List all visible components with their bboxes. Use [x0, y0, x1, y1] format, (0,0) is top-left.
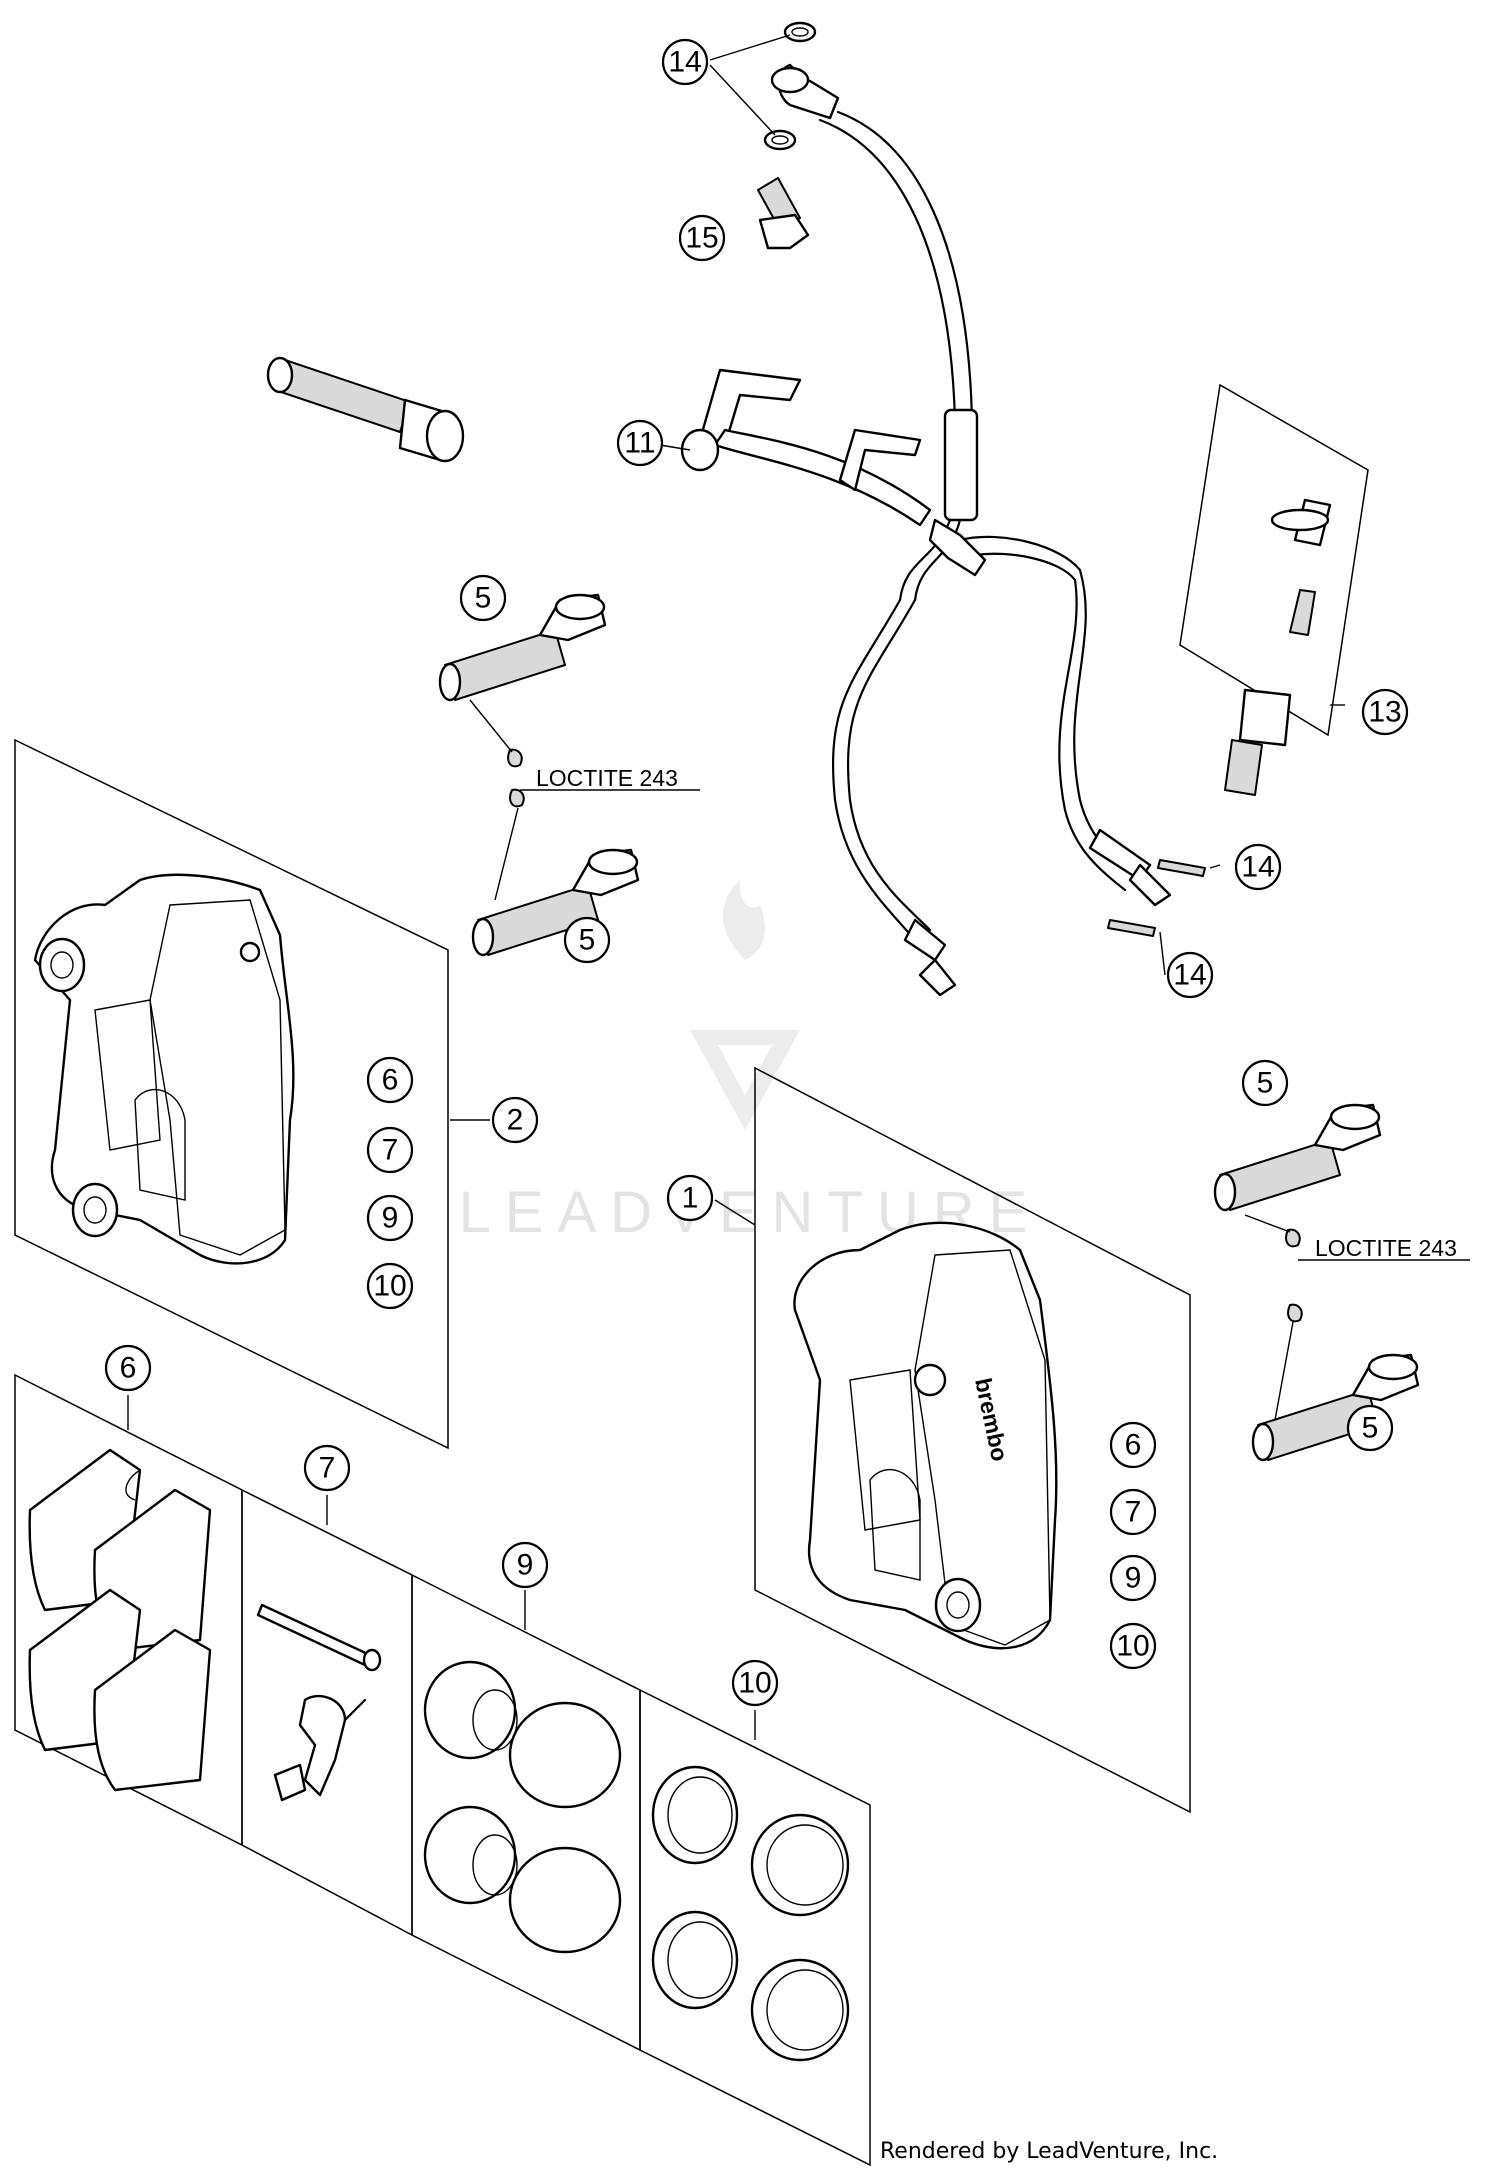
svg-text:6: 6	[120, 1352, 137, 1385]
svg-text:13: 13	[1368, 696, 1401, 729]
svg-text:11: 11	[624, 427, 655, 460]
mounting-bolts	[266, 356, 1420, 1462]
callout-15[interactable]: 15	[678, 214, 726, 262]
svg-text:7: 7	[1125, 1496, 1142, 1529]
callout-5[interactable]: 5	[1241, 1059, 1289, 1107]
pad-pin-kit	[256, 1603, 382, 1802]
callout-7[interactable]: 7	[303, 1444, 351, 1492]
svg-text:6: 6	[1125, 1429, 1142, 1462]
seal-panel	[639, 1688, 871, 2167]
svg-text:6: 6	[382, 1064, 399, 1097]
callout-9[interactable]: 9	[501, 1541, 549, 1589]
caliper-left	[33, 873, 295, 1265]
svg-text:15: 15	[685, 222, 718, 255]
svg-text:1: 1	[682, 1182, 699, 1215]
bleeder-screws	[1107, 859, 1206, 937]
leader-lines	[127, 34, 1470, 1740]
callout-13[interactable]: 13	[1361, 688, 1409, 736]
loctite-note-left: LOCTITE 243	[536, 765, 678, 791]
callout-14[interactable]: 14	[661, 38, 709, 86]
brake-hose-assembly	[770, 63, 1172, 997]
svg-text:9: 9	[382, 1202, 399, 1235]
callout-14[interactable]: 14	[1166, 951, 1214, 999]
caliper-left-panel	[14, 738, 449, 1450]
callout-6[interactable]: 6	[104, 1344, 152, 1392]
watermark-v-logo-icon	[690, 1030, 800, 1130]
callout-10[interactable]: 10	[366, 1262, 414, 1310]
svg-text:10: 10	[1116, 1630, 1149, 1663]
caliper-right-panel	[754, 1066, 1191, 1814]
brake-pads	[28, 1448, 212, 1792]
callout-6[interactable]: 6	[1109, 1421, 1157, 1469]
svg-text:7: 7	[382, 1134, 399, 1167]
hose-bracket	[680, 368, 932, 527]
piston-panel	[411, 1573, 641, 2052]
piston-seals	[651, 1765, 850, 2062]
callout-5[interactable]: 5	[563, 916, 611, 964]
callout-14[interactable]: 14	[1234, 843, 1282, 891]
footer-credit: Rendered by LeadVenture, Inc.	[880, 2139, 1218, 2164]
callout-10[interactable]: 10	[1109, 1622, 1157, 1670]
panel-outlines	[14, 383, 1369, 2167]
callout-11[interactable]: 11	[616, 419, 664, 467]
svg-text:10: 10	[738, 1667, 771, 1700]
svg-text:9: 9	[1125, 1562, 1142, 1595]
svg-text:10: 10	[373, 1270, 406, 1303]
svg-text:14: 14	[1241, 851, 1274, 884]
svg-text:14: 14	[1173, 959, 1206, 992]
svg-text:5: 5	[1257, 1067, 1274, 1100]
callout-5[interactable]: 5	[459, 574, 507, 622]
callout-2[interactable]: 2	[491, 1096, 539, 1144]
callout-10[interactable]: 10	[731, 1659, 779, 1707]
callouts: 14 15 11 5 5 13 14 14 2 6 7 9 10 1 5 5 6…	[104, 38, 1409, 1707]
top-small-parts	[757, 21, 817, 250]
svg-text:7: 7	[319, 1452, 336, 1485]
caliper-right: brembo	[793, 1221, 1058, 1650]
callout-7[interactable]: 7	[366, 1126, 414, 1174]
pistons	[423, 1660, 622, 1954]
watermark-flame-icon	[722, 880, 765, 960]
svg-text:5: 5	[475, 582, 492, 615]
callout-9[interactable]: 9	[366, 1194, 414, 1242]
svg-text:9: 9	[517, 1549, 534, 1582]
svg-text:2: 2	[507, 1104, 524, 1137]
repair-kit-parts	[1224, 498, 1332, 796]
callout-6[interactable]: 6	[366, 1056, 414, 1104]
loctite-note-right: LOCTITE 243	[1315, 1235, 1457, 1261]
repair-kit-13-panel	[1179, 383, 1369, 737]
callout-9[interactable]: 9	[1109, 1554, 1157, 1602]
callout-5[interactable]: 5	[1346, 1404, 1394, 1452]
svg-text:5: 5	[1362, 1412, 1379, 1445]
callout-7[interactable]: 7	[1109, 1488, 1157, 1536]
svg-text:5: 5	[579, 924, 596, 957]
callout-1[interactable]: 1	[666, 1174, 714, 1222]
svg-text:14: 14	[668, 46, 701, 79]
